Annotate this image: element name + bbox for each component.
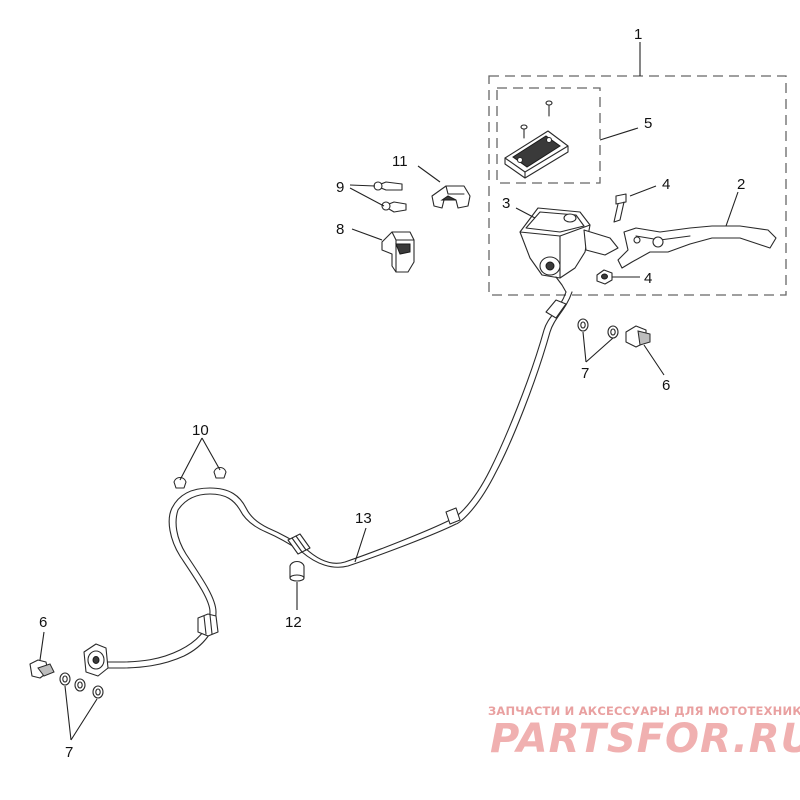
callout-6-lower: 6 (39, 614, 47, 631)
clamp-screw-parts (373, 181, 407, 213)
pivot-bolt-part (613, 193, 627, 223)
callout-2: 2 (737, 176, 745, 193)
callout-4-upper: 4 (662, 176, 670, 193)
clamp-upper-part (431, 185, 471, 209)
upper-washer-parts (577, 318, 619, 339)
clutch-lever-part (617, 225, 777, 269)
callout-10: 10 (192, 422, 209, 439)
pivot-nut-part (596, 269, 613, 285)
watermark-tagline: ЗАПЧАСТИ И АКСЕССУАРЫ ДЛЯ МОТОТЕХНИКИ (488, 704, 800, 718)
leader-lines (39, 42, 739, 741)
callout-11: 11 (392, 153, 408, 170)
clamp-lower-part (381, 231, 415, 273)
callout-6-upper: 6 (662, 377, 670, 394)
assembly-group-box (488, 75, 787, 296)
callout-3: 3 (502, 195, 510, 212)
lower-banjo-bolt-part (29, 659, 55, 679)
hose-clip-parts (173, 466, 227, 489)
master-cylinder-body-part (519, 207, 619, 293)
callout-4-lower: 4 (644, 270, 652, 287)
callout-9: 9 (336, 179, 344, 196)
callout-13: 13 (355, 510, 372, 527)
callout-5: 5 (644, 115, 652, 132)
lower-banjo-fitting-part (83, 643, 109, 677)
callout-7-upper: 7 (581, 365, 589, 382)
upper-banjo-bolt-part (625, 325, 651, 348)
callout-8: 8 (336, 221, 344, 238)
callout-7-lower: 7 (65, 744, 73, 761)
callout-12: 12 (285, 614, 302, 631)
callout-1: 1 (634, 26, 642, 43)
grommet-part (289, 560, 305, 582)
reservoir-cap-part (504, 100, 569, 179)
clutch-hose-part (101, 291, 573, 669)
lower-washer-parts (59, 672, 104, 699)
reservoir-cap-group-box (496, 87, 601, 184)
watermark-logo: PARTSFOR.RU (490, 716, 800, 762)
